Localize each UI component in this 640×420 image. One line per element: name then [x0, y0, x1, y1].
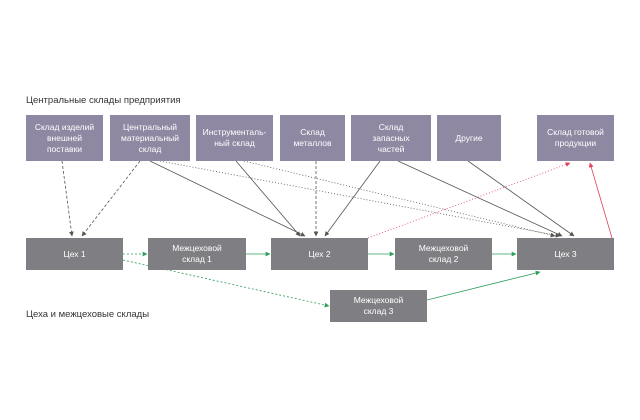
- arrow-tool-to-ceh2: [235, 160, 301, 237]
- node-other: Другие: [437, 115, 501, 161]
- node-ceh-3: Цех 3: [517, 238, 614, 270]
- arrow-ceh3-to-finished: [588, 162, 613, 239]
- node-finished-goods-warehouse: Склад готовой продукции: [537, 115, 614, 161]
- node-tool-warehouse: Инструменталь- ный склад: [196, 115, 273, 161]
- node-spare-parts-warehouse: Склад запасных частей: [351, 115, 431, 161]
- arrow-other-to-ceh3: [467, 160, 575, 237]
- arrow-spare-to-ceh3: [397, 160, 563, 237]
- node-central-material-warehouse: Центральный материальный склад: [110, 115, 190, 161]
- node-interworkshop-warehouse-2: Межцеховой склад 2: [395, 238, 492, 270]
- arrow-material-to-ceh2: [149, 160, 306, 237]
- workshops-label: Цеха и межцеховые склады: [26, 309, 150, 320]
- arrow-external-to-ceh1: [61, 160, 74, 237]
- node-metals-warehouse: Склад металлов: [280, 115, 345, 161]
- node-interworkshop-warehouse-3: Межцеховой склад 3: [330, 290, 427, 322]
- arrow-material-to-ceh1: [81, 160, 141, 237]
- arrow-spare-to-ceh2: [324, 160, 381, 237]
- arrow-material-to-ceh3: [159, 160, 561, 238]
- arrow-msk3-to-ceh3: [426, 270, 541, 301]
- node-external-supply-warehouse: Склад изделий внешней поставки: [26, 115, 103, 161]
- arrow-tool-to-ceh3: [243, 160, 556, 238]
- arrow-ceh1-to-msk3: [122, 259, 330, 308]
- node-ceh-2: Цех 2: [271, 238, 368, 270]
- central-warehouses-label: Центральные склады предприятия: [26, 95, 181, 106]
- arrow-ceh2-to-finished: [367, 162, 571, 239]
- node-interworkshop-warehouse-1: Межцеховой склад 1: [148, 238, 246, 270]
- node-ceh-1: Цех 1: [26, 238, 123, 270]
